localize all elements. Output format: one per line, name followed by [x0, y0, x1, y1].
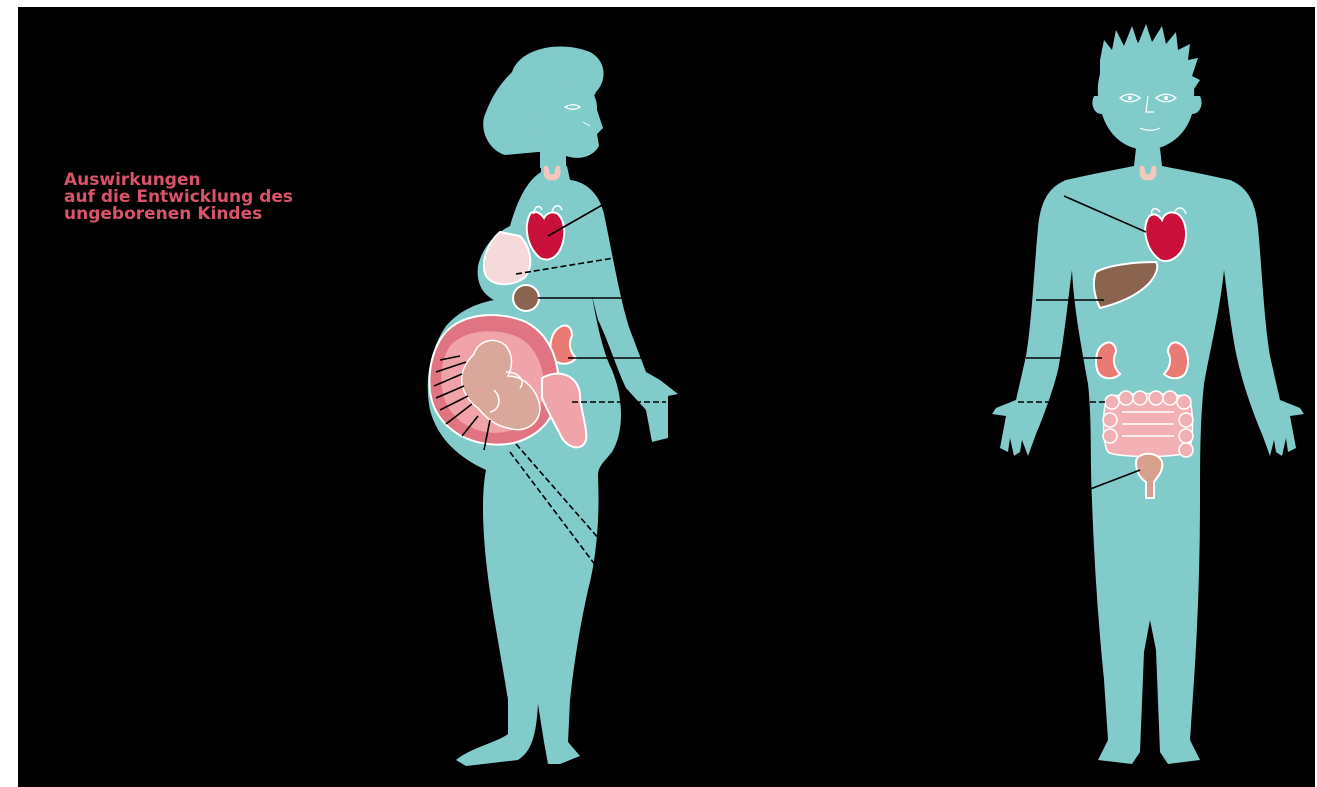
- woman-liver: [513, 285, 539, 311]
- child-intestines: [1103, 391, 1193, 457]
- anatomy-illustration: [18, 7, 1315, 787]
- diagram-canvas: Auswirkungen auf die Entwicklung des ung…: [18, 7, 1315, 787]
- pregnant-woman-figure: [428, 46, 678, 766]
- woman-breast: [484, 232, 530, 284]
- child-figure: [992, 24, 1304, 764]
